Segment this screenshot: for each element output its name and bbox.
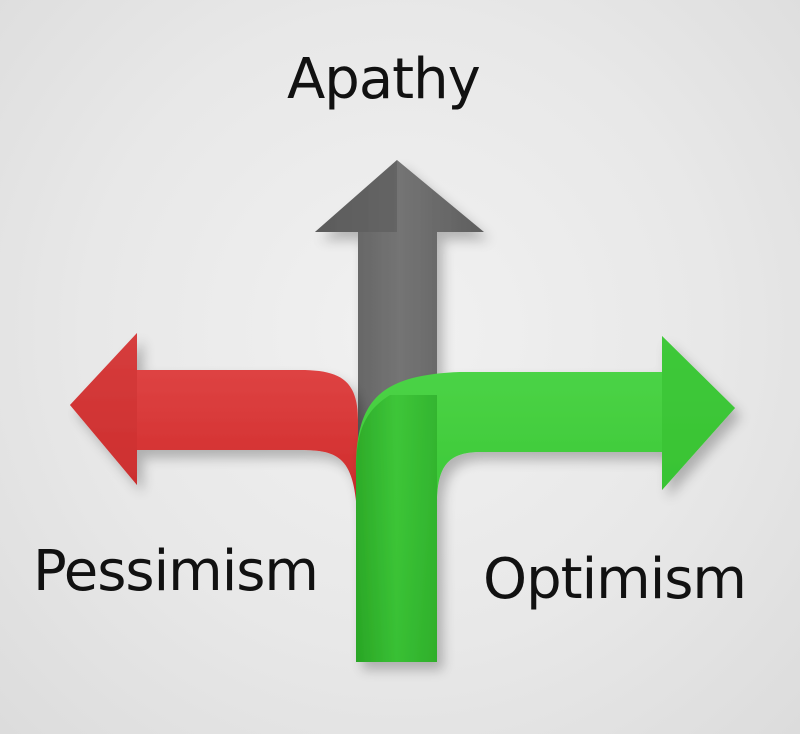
pessimism-label: Pessimism	[33, 539, 319, 604]
left-arrow	[70, 333, 358, 545]
optimism-label: Optimism	[483, 547, 747, 612]
apathy-label: Apathy	[287, 47, 481, 112]
right-arrow	[356, 336, 735, 662]
up-arrow	[315, 160, 484, 440]
